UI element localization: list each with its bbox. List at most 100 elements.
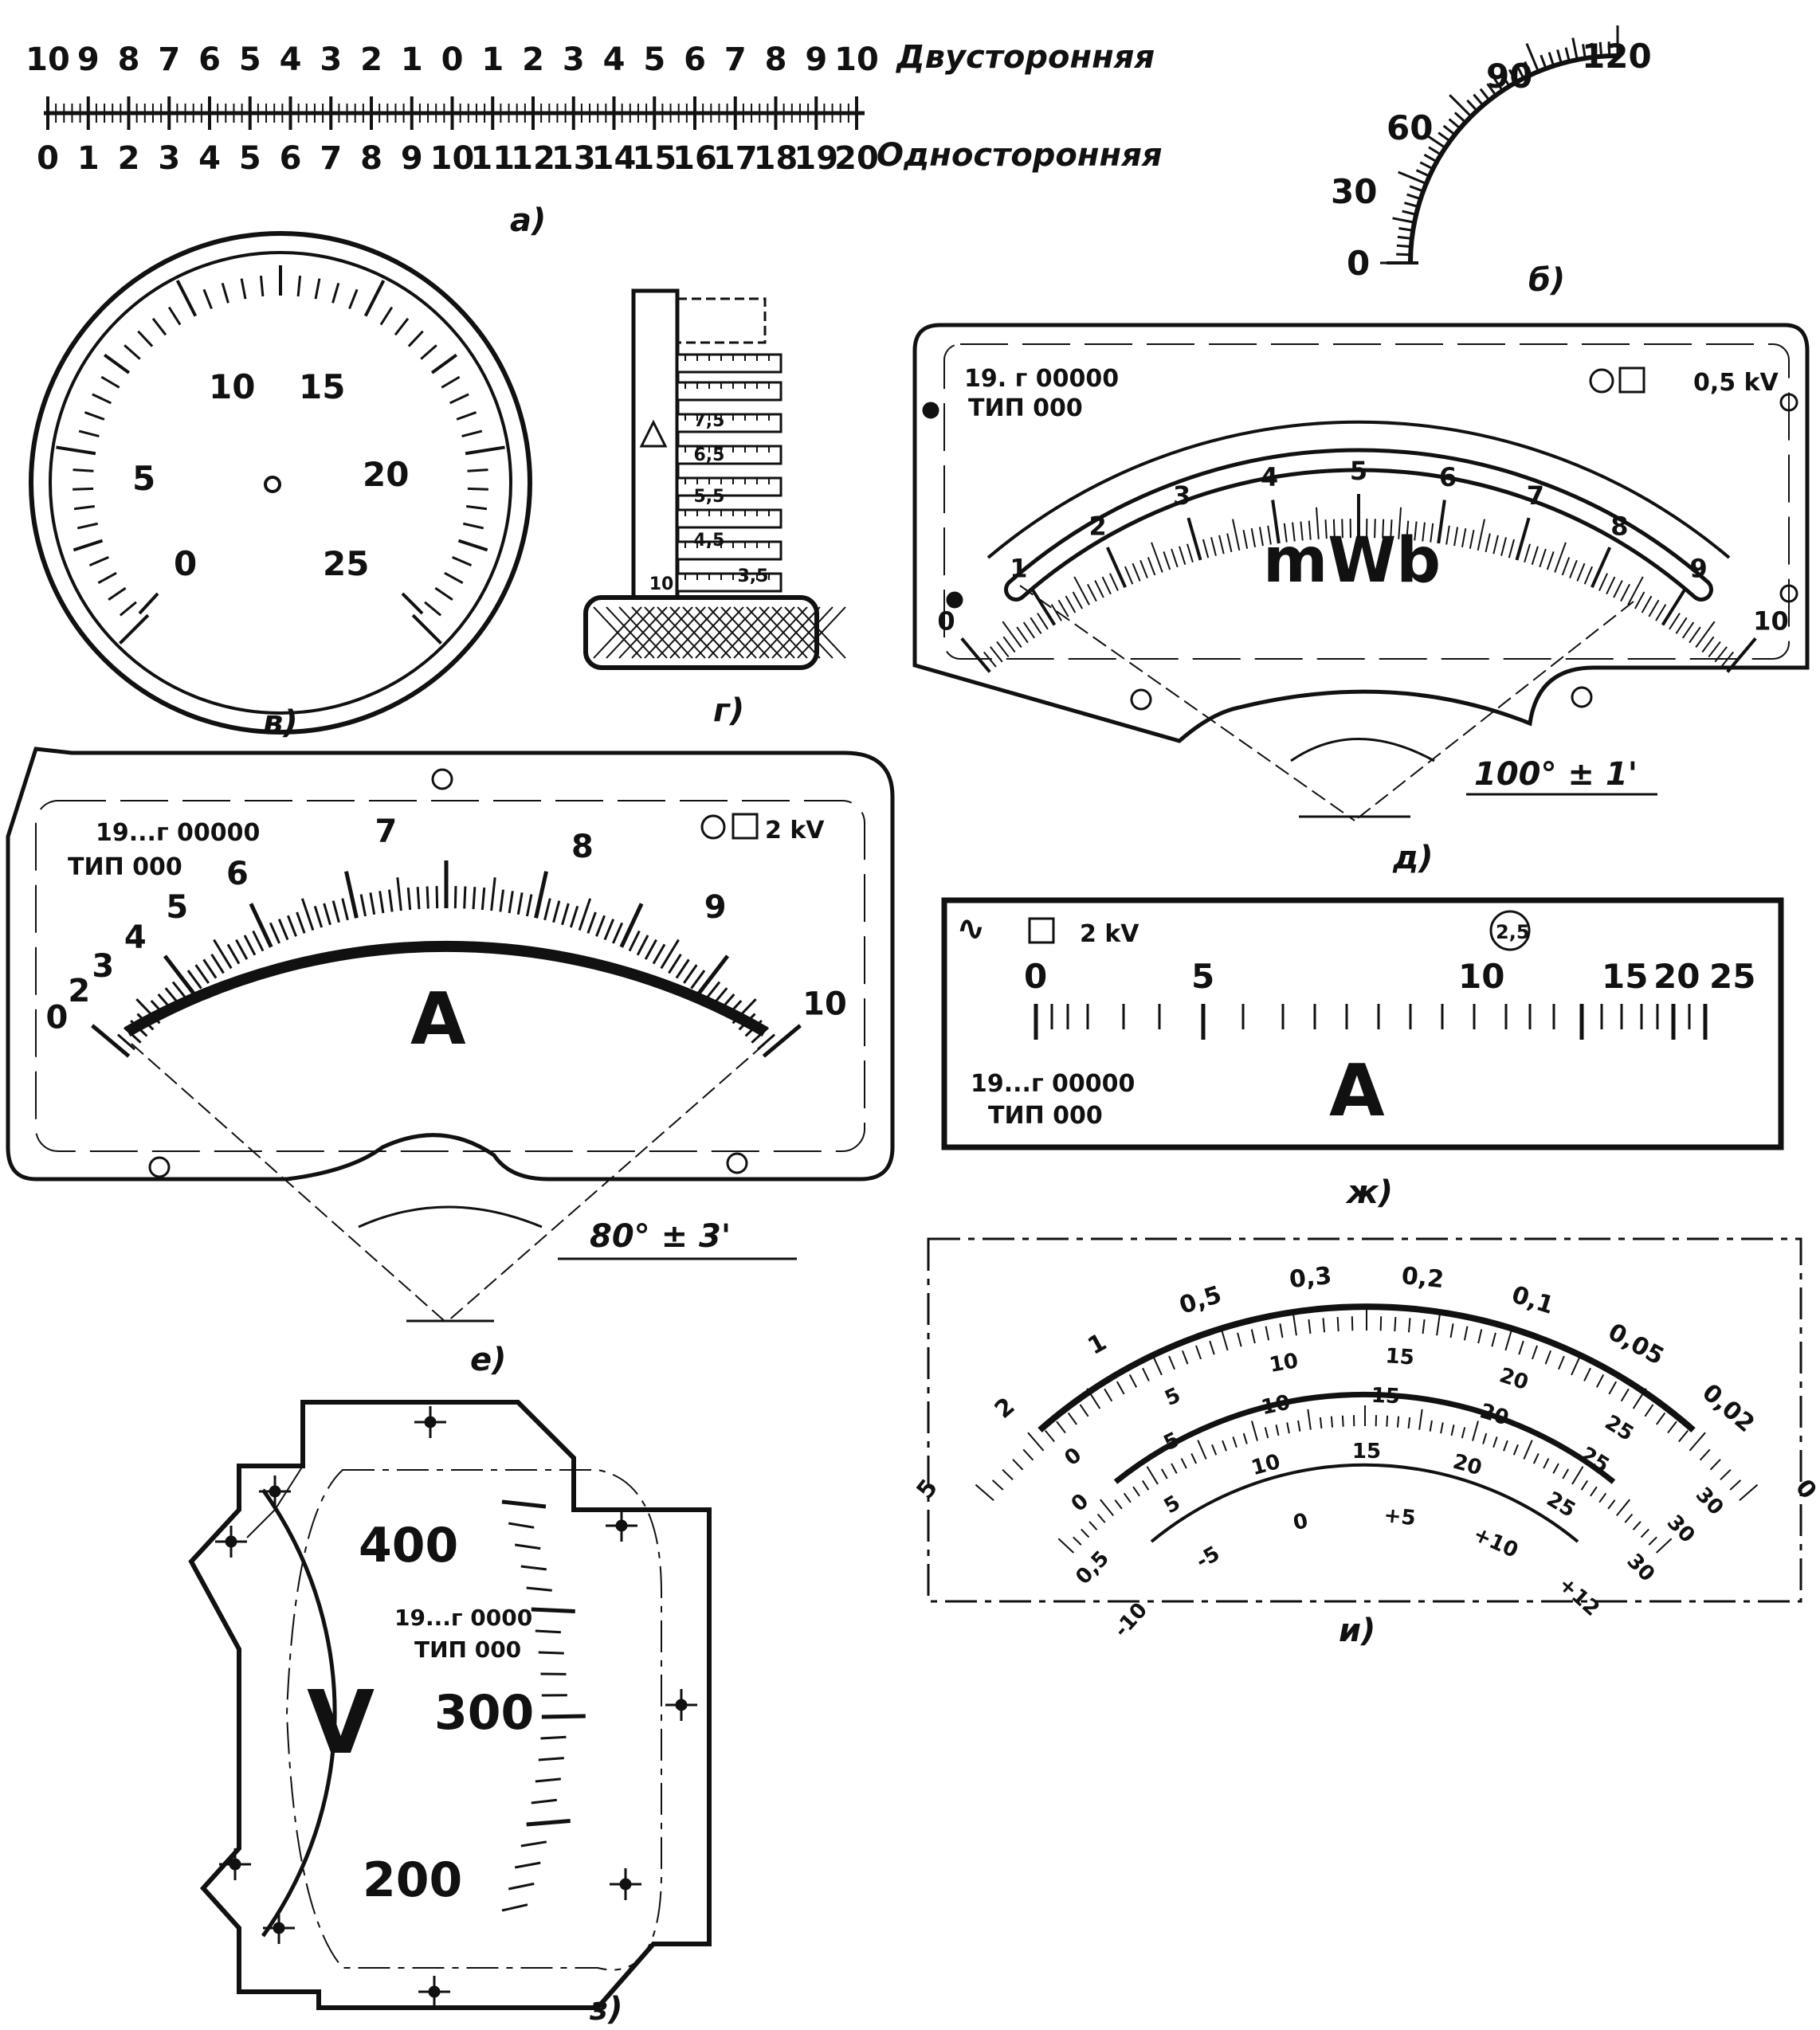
tick (1067, 1412, 1077, 1425)
tick (1418, 1409, 1423, 1430)
tick (369, 892, 376, 915)
tick (508, 1882, 535, 1891)
tick (379, 891, 385, 914)
knurl-line (631, 606, 681, 659)
tick (1210, 537, 1217, 556)
arc1-label: 0,5 (1176, 1281, 1225, 1320)
label-20: 20 (363, 455, 409, 494)
tick (1524, 61, 1532, 76)
arc2-label: 20 (1496, 1363, 1532, 1395)
tick (1430, 523, 1434, 543)
tick (323, 903, 331, 926)
tick (515, 1543, 541, 1550)
label-5: 5 (1191, 957, 1214, 996)
two-sided-tick-label: 5 (239, 41, 261, 78)
two-sided-tick-label: 3 (563, 41, 585, 78)
scale-band (124, 940, 768, 1037)
tick (595, 915, 606, 937)
tick (202, 958, 218, 979)
arc5-label: +5 (1383, 1503, 1417, 1530)
tick (1720, 651, 1735, 668)
knurl-line (593, 606, 642, 659)
system-symbol (700, 814, 726, 840)
tick (1656, 1412, 1666, 1425)
tick (1504, 1327, 1513, 1351)
tick (1616, 1499, 1630, 1516)
tick (1132, 1486, 1140, 1497)
unit-label: A (1329, 1049, 1385, 1133)
tick (578, 898, 592, 931)
knurl-line (784, 606, 834, 659)
scale-ticks (1034, 1004, 1708, 1040)
panel-zh-linear-meter: 0 5 10 15 20 25 ∿ 2 kV 2,5 19...г 00000 … (941, 897, 1784, 1211)
two-sided-tick-label: 10 (25, 41, 70, 78)
tick (1532, 1452, 1540, 1464)
one-sided-tick-label: 12 (511, 140, 555, 177)
caption-zh: ж) (1345, 1174, 1393, 1211)
tick (1022, 1448, 1034, 1461)
tick (259, 276, 265, 297)
tick (407, 330, 424, 347)
label-15: 15 (1602, 957, 1648, 996)
tick (331, 282, 340, 304)
arc2-label: 10 (1268, 1349, 1300, 1378)
tick (1644, 1404, 1654, 1417)
tick (1109, 573, 1119, 591)
tick (387, 889, 394, 912)
shield-symbol (1028, 917, 1055, 944)
tick (163, 954, 196, 995)
tick (516, 892, 524, 915)
index-mark (639, 419, 668, 448)
tick (1516, 65, 1525, 80)
tick (430, 353, 458, 374)
arc5-label: +10 (1469, 1522, 1521, 1563)
tick (1571, 37, 1579, 61)
scale-label: 10 (802, 986, 847, 1022)
one-sided-tick-label: 9 (401, 140, 423, 177)
caption-d: д) (1392, 840, 1434, 876)
label-0: 0 (1024, 957, 1047, 996)
tick (628, 930, 641, 952)
tick (1492, 1436, 1498, 1448)
tick (1569, 559, 1578, 578)
mount-hole-left (148, 1156, 171, 1178)
tick (1396, 244, 1411, 249)
knurl-line (606, 606, 655, 659)
tick (456, 411, 477, 421)
tick (1500, 73, 1511, 88)
knurl-line (771, 606, 821, 659)
tick (426, 886, 430, 909)
tick (1689, 626, 1701, 644)
arc4-label: 25 (1543, 1487, 1579, 1522)
tick (1479, 88, 1491, 101)
scale-label: 3 (1173, 480, 1190, 511)
tick (603, 919, 615, 941)
two-sided-tick-label: 6 (684, 41, 706, 78)
tick (1151, 542, 1163, 573)
scale-label: 5 (166, 889, 188, 926)
tick (1595, 1374, 1605, 1388)
tick (652, 943, 666, 965)
two-sided-tick-label: 2 (522, 41, 544, 78)
two-sided-tick-label: 2 (360, 41, 382, 78)
tick (738, 1013, 756, 1031)
tick (1624, 1513, 1634, 1523)
tick (119, 613, 150, 645)
tick (1209, 1340, 1215, 1355)
tick (1392, 217, 1415, 224)
knurl-line (733, 606, 783, 659)
tick (157, 993, 175, 1013)
tick (151, 317, 167, 336)
inner-frame (285, 1469, 662, 1971)
tick (1226, 533, 1233, 553)
scale-label: 2 (68, 973, 90, 1009)
tick (1275, 1425, 1280, 1436)
one-sided-tick-label: 7 (320, 140, 342, 177)
mount-dot (619, 1878, 632, 1891)
arc2-label: 15 (1385, 1344, 1415, 1370)
tick (84, 411, 105, 421)
tick (1187, 517, 1202, 561)
tick (644, 939, 657, 960)
tick (1669, 613, 1681, 630)
